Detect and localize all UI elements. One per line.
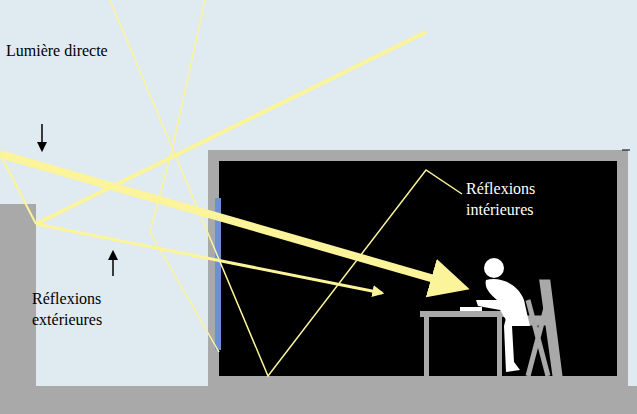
- pointer-arrow: [41, 124, 43, 150]
- desk-top: [420, 311, 506, 317]
- light-rays: [0, 0, 462, 376]
- desk-leg: [424, 317, 429, 376]
- pointer-arrow: [112, 252, 114, 276]
- paper: [460, 307, 482, 311]
- tick: [622, 150, 630, 151]
- building-shell: [208, 150, 628, 388]
- direct-light-label: Lumière directe: [6, 40, 176, 61]
- room-interior: [219, 161, 617, 376]
- chair: [516, 282, 560, 376]
- ground: [0, 386, 637, 414]
- desk-leg: [497, 317, 502, 376]
- neighbour-wall: [0, 204, 36, 388]
- exterior-reflection-label: Réflexions extérieures: [32, 288, 142, 330]
- interior-reflection-label: Réflexions intérieures: [466, 178, 566, 220]
- person: [476, 258, 530, 372]
